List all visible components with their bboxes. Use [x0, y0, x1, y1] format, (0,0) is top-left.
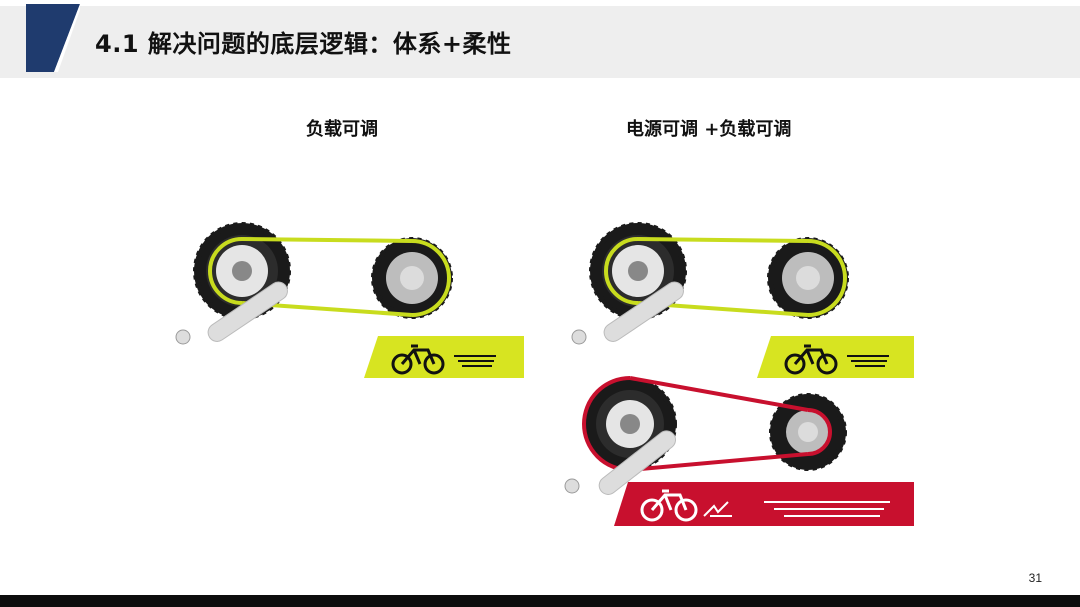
drive-train-load-adjustable — [175, 222, 453, 345]
chain-red — [582, 376, 832, 472]
footer-bar — [0, 595, 1080, 607]
crank-icon — [571, 281, 684, 345]
crank-icon — [175, 281, 288, 345]
speed-lines-icon — [847, 355, 889, 367]
bicycle-icon — [391, 344, 445, 375]
drive-train-power-load-red — [564, 376, 847, 495]
banner-red — [614, 482, 914, 526]
page-number: 31 — [1028, 571, 1042, 585]
crank-icon — [564, 430, 677, 495]
banner-yellow-right — [757, 336, 914, 378]
bicycle-icon — [640, 489, 698, 522]
bicycle-icon — [784, 344, 838, 375]
drive-train-power-load-yellow — [571, 222, 849, 345]
sprocket-icon — [769, 393, 847, 471]
column-label-load: 负载可调 — [306, 119, 378, 140]
banner-yellow — [364, 336, 524, 378]
sprocket-icon — [767, 237, 849, 319]
header-band — [0, 6, 1080, 78]
speed-lines-icon — [454, 355, 496, 367]
lightning-icon — [703, 501, 732, 517]
column-label-power-load: 电源可调 +负载可调 — [626, 119, 792, 140]
header-flag — [26, 4, 80, 72]
speed-lines-icon — [764, 501, 890, 517]
sprocket-icon — [371, 237, 453, 319]
slide-title: 4.1 解决问题的底层逻辑：体系+柔性 — [95, 30, 512, 58]
